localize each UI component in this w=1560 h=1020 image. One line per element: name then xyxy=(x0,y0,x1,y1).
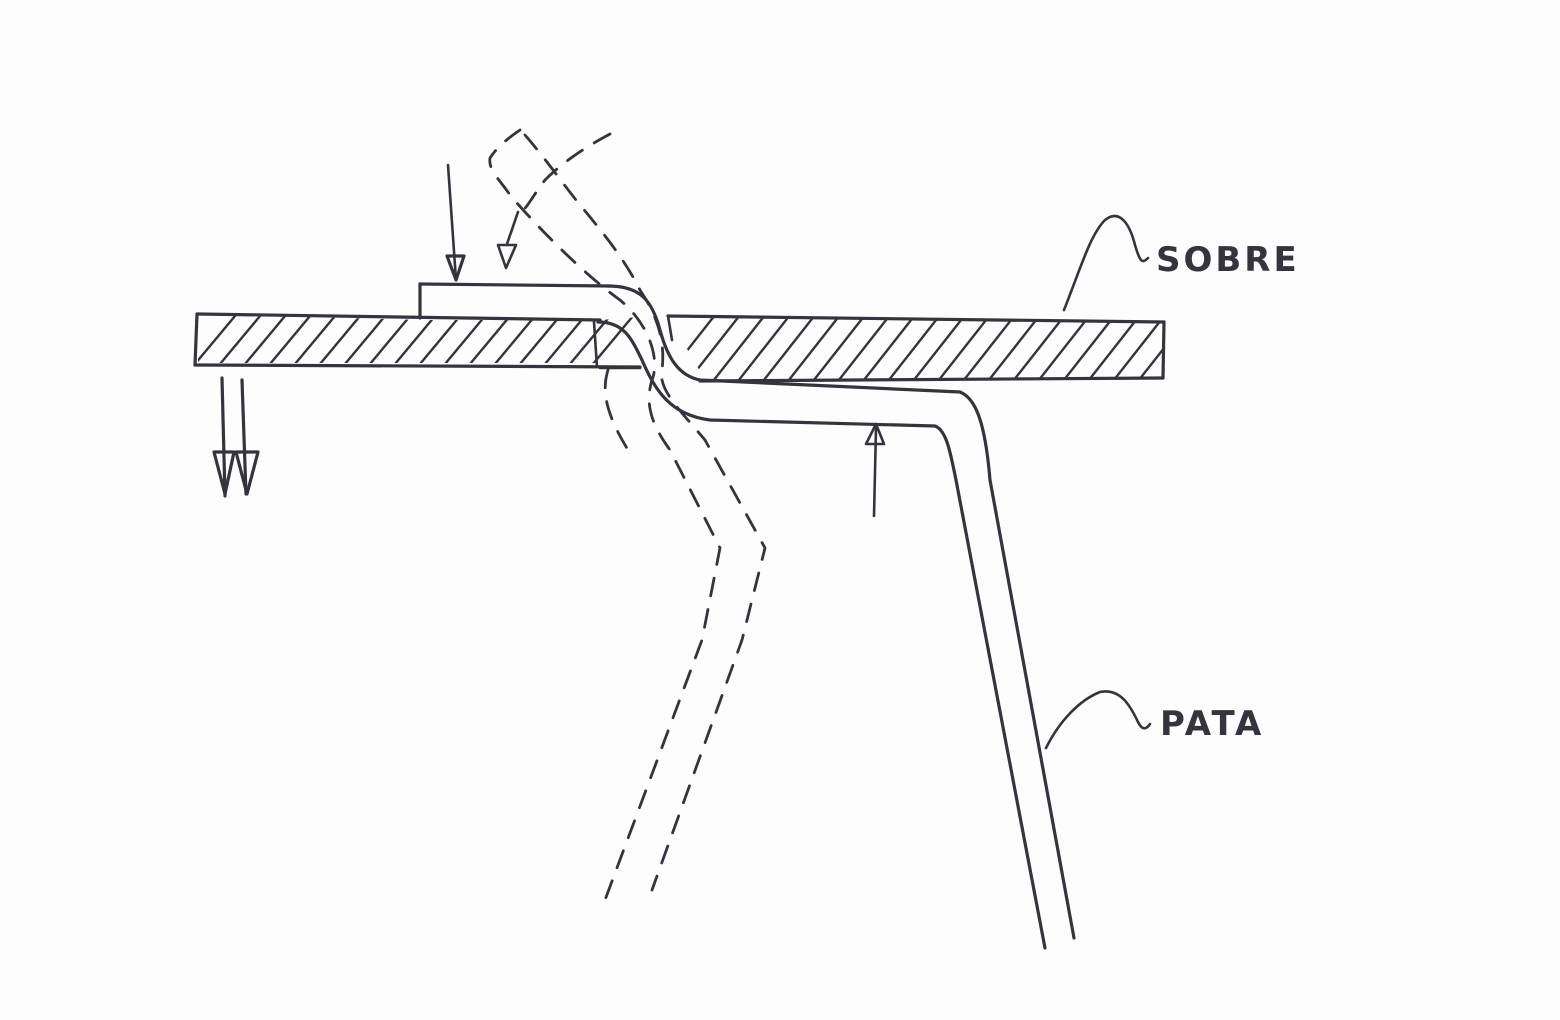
sobre-leader-line xyxy=(1062,214,1150,312)
tabletop-right-section xyxy=(666,314,1166,383)
leg-alternative-position-dashed xyxy=(488,128,767,902)
pata-label: PATA xyxy=(1160,704,1264,744)
tabletop-right-hatching xyxy=(668,316,1162,380)
pata-leader-line xyxy=(1044,690,1152,750)
leg-bracket xyxy=(596,284,1076,950)
force-arrow-down-on-clamp xyxy=(445,163,466,282)
tabletop-left-section xyxy=(193,312,642,369)
force-arrow-down-dashed-position xyxy=(496,210,520,270)
force-arrow-up-under-tabletop xyxy=(864,422,886,518)
clamp-plate xyxy=(418,282,612,320)
tabletop-left-hatching xyxy=(198,314,640,363)
sobre-label: SOBRE xyxy=(1156,240,1300,280)
force-arrow-down-double-left xyxy=(212,376,260,498)
